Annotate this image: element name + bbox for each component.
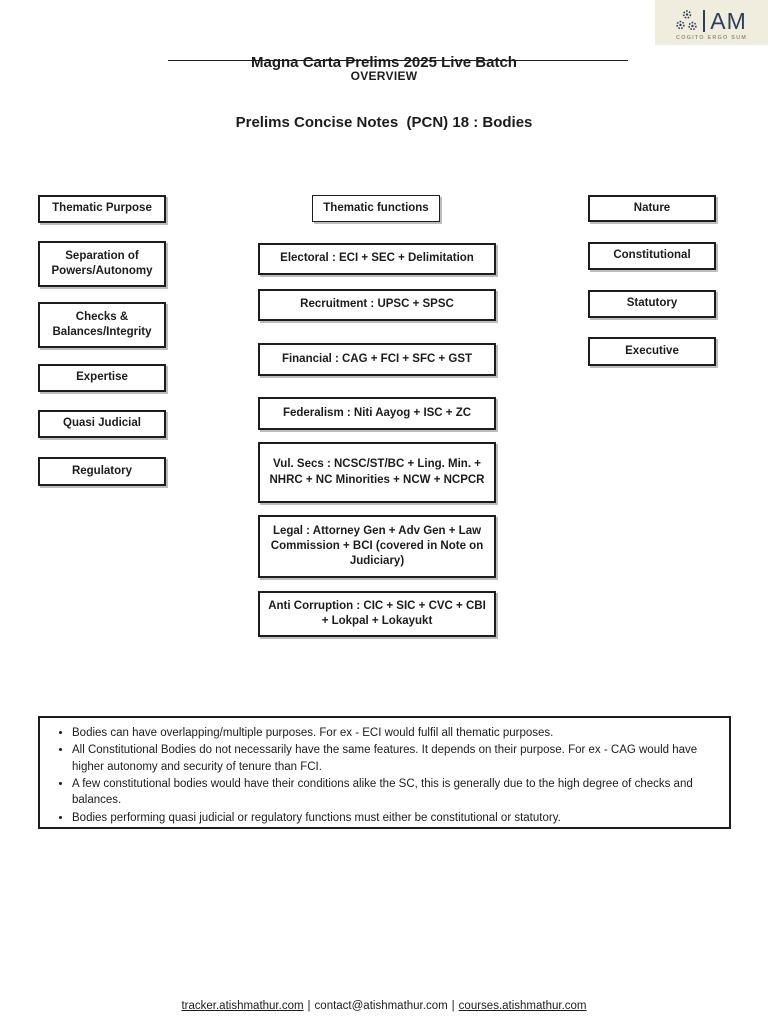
tracker-link[interactable]: tracker.atishmathur.com: [181, 1000, 304, 1012]
notes-list: Bodies can have overlapping/multiple pur…: [40, 718, 729, 834]
box-recruitment: Recruitment : UPSC + SPSC: [258, 289, 496, 321]
box-financial: Financial : CAG + FCI + SFC + GST: [258, 343, 496, 376]
footer-separator: |: [307, 1000, 311, 1012]
box-constitutional: Constitutional: [588, 242, 716, 270]
section-title: OVERVIEW: [350, 69, 418, 83]
box-thematic-functions-header: Thematic functions: [312, 195, 440, 222]
note-item: Bodies can have overlapping/multiple pur…: [72, 725, 717, 741]
courses-link[interactable]: courses.atishmathur.com: [458, 1000, 587, 1012]
logo-tagline: COGITO ERGO SUM: [675, 34, 748, 41]
box-checks-balances: Checks & Balances/Integrity: [38, 302, 166, 348]
box-executive: Executive: [588, 337, 716, 366]
notes-box: Bodies can have overlapping/multiple pur…: [38, 716, 731, 829]
box-regulatory: Regulatory: [38, 457, 166, 486]
page-header: Magna Carta Prelims 2025 Live Batch Prel…: [0, 13, 768, 173]
note-item: All Constitutional Bodies do not necessa…: [72, 742, 717, 775]
logo-row: AM: [676, 8, 747, 34]
box-thematic-purpose-header: Thematic Purpose: [38, 195, 166, 223]
logo-monogram: AM: [710, 7, 747, 34]
logo-divider: [703, 9, 706, 32]
box-expertise: Expertise: [38, 364, 166, 392]
contact-email: contact@atishmathur.com: [314, 1000, 448, 1012]
note-title: Prelims Concise Notes (PCN) 18 : Bodies: [235, 114, 533, 131]
box-anti-corruption: Anti Corruption : CIC + SIC + CVC + CBI …: [258, 591, 496, 637]
box-quasi-judicial: Quasi Judicial: [38, 410, 166, 438]
brand-logo: AM COGITO ERGO SUM: [655, 0, 768, 45]
box-separation-of-powers: Separation of Powers/Autonomy: [38, 241, 166, 287]
box-federalism: Federalism : Niti Aayog + ISC + ZC: [258, 397, 496, 430]
note-item: A few constitutional bodies would have t…: [72, 776, 717, 809]
dots-icon: [676, 9, 697, 30]
box-electoral: Electoral : ECI + SEC + Delimitation: [258, 243, 496, 275]
header-divider: [168, 60, 628, 61]
box-nature-header: Nature: [588, 195, 716, 222]
footer-separator: |: [451, 1000, 455, 1012]
course-title: Magna Carta Prelims 2025 Live Batch: [251, 54, 517, 71]
box-statutory: Statutory: [588, 290, 716, 318]
box-legal: Legal : Attorney Gen + Adv Gen + Law Com…: [258, 515, 496, 578]
page-footer: tracker.atishmathur.com|contact@atishmat…: [0, 1000, 768, 1012]
box-vulnerable-sections: Vul. Secs : NCSC/ST/BC + Ling. Min. + NH…: [258, 442, 496, 503]
note-item: Bodies performing quasi judicial or regu…: [72, 810, 717, 826]
